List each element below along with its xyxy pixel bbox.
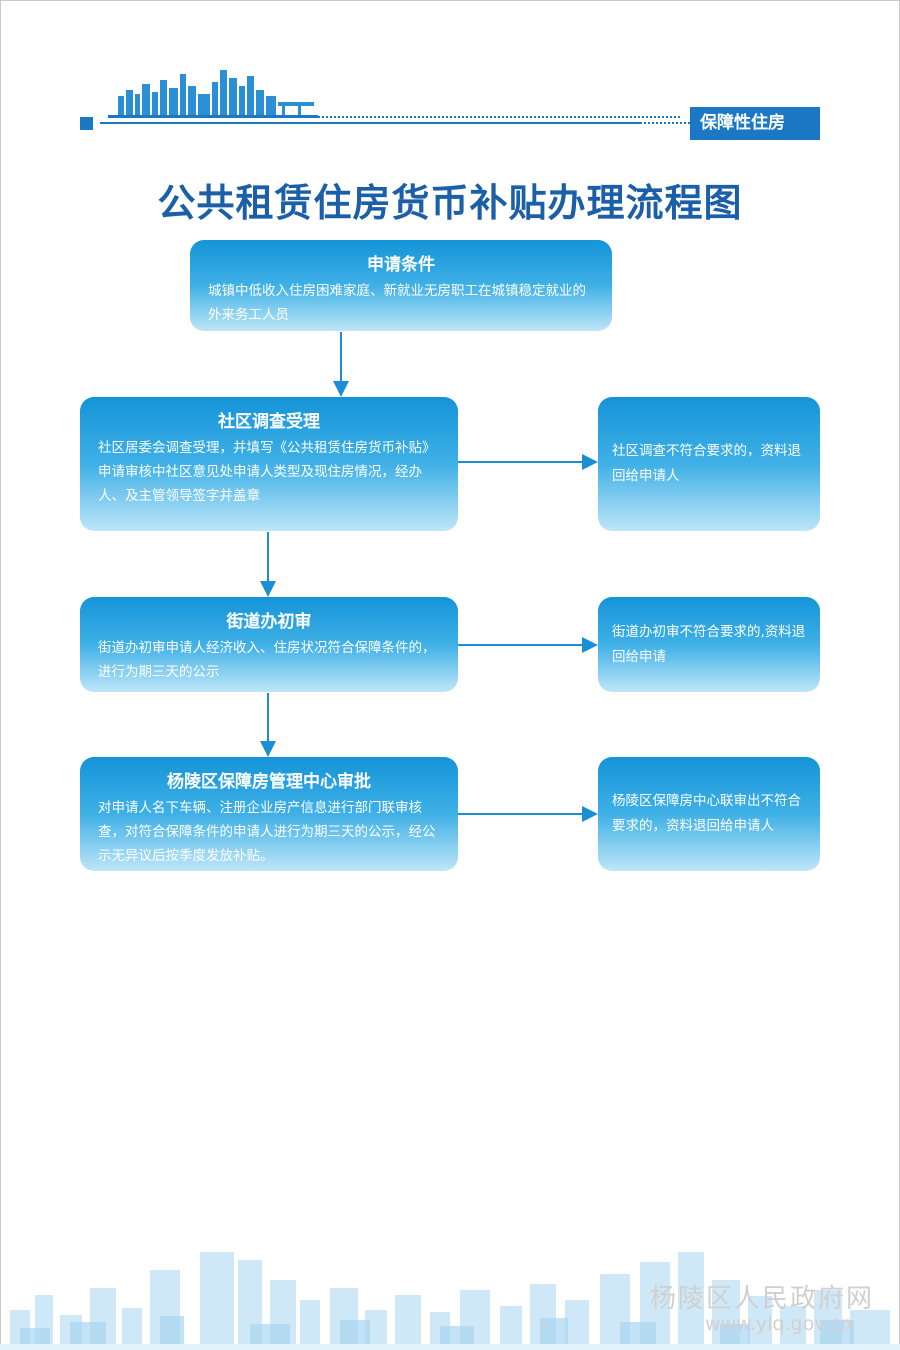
step-body: 对申请人名下车辆、注册企业房产信息进行部门联审核查，对符合保障条件的申请人进行为… bbox=[98, 800, 436, 864]
step-body: 社区居委会调查受理，并填写《公共租赁住房货币补贴》申请审核中社区意见处申请人类型… bbox=[98, 440, 436, 504]
step-title: 杨陵区保障房管理中心审批 bbox=[167, 772, 371, 792]
step-body: 城镇中低收入住房困难家庭、新就业无房职工在城镇稳定就业的外来务工人员 bbox=[208, 283, 586, 323]
step-community-review: 社区调查受理 社区居委会调查受理，并填写《公共租赁住房货币补贴》申请审核中社区意… bbox=[80, 397, 458, 531]
rejection-street-office: 街道办初审不符合要求的,资料退回给申请 bbox=[598, 597, 820, 692]
step-application-conditions: 申请条件 城镇中低收入住房困难家庭、新就业无房职工在城镇稳定就业的外来务工人员 bbox=[190, 240, 612, 331]
step-body: 街道办初审申请人经济收入、住房状况符合保障条件的，进行为期三天的公示 bbox=[98, 640, 436, 680]
header-rule-dotted-end bbox=[640, 122, 690, 124]
watermark-url: www.ylq.gov.cn bbox=[705, 1313, 853, 1335]
watermark-site-name: 杨陵区人民政府网 bbox=[650, 1284, 875, 1314]
header-dotted-rule bbox=[135, 116, 680, 118]
step-district-approval: 杨陵区保障房管理中心审批 对申请人名下车辆、注册企业房产信息进行部门联审核查，对… bbox=[80, 757, 458, 871]
header-square-icon bbox=[80, 117, 93, 130]
rejection-district: 杨陵区保障房中心联审出不符合要求的，资料退回给申请人 bbox=[598, 757, 820, 871]
category-tag: 保障性住房 bbox=[690, 107, 820, 140]
rejection-body: 街道办初审不符合要求的,资料退回给申请 bbox=[612, 623, 806, 665]
step-title: 申请条件 bbox=[367, 255, 435, 275]
step-title: 社区调查受理 bbox=[218, 412, 320, 432]
city-skyline-footer-icon bbox=[0, 1252, 900, 1350]
page-title: 公共租赁住房货币补贴办理流程图 bbox=[157, 181, 743, 225]
header-rule bbox=[100, 122, 640, 124]
rejection-body: 杨陵区保障房中心联审出不符合要求的，资料退回给申请人 bbox=[612, 793, 801, 834]
step-title: 街道办初审 bbox=[226, 612, 312, 632]
rejection-body: 社区调查不符合要求的，资料退回给申请人 bbox=[612, 443, 801, 484]
step-street-office-review: 街道办初审 街道办初审申请人经济收入、住房状况符合保障条件的，进行为期三天的公示 bbox=[80, 597, 458, 692]
rejection-community: 社区调查不符合要求的，资料退回给申请人 bbox=[598, 397, 820, 531]
